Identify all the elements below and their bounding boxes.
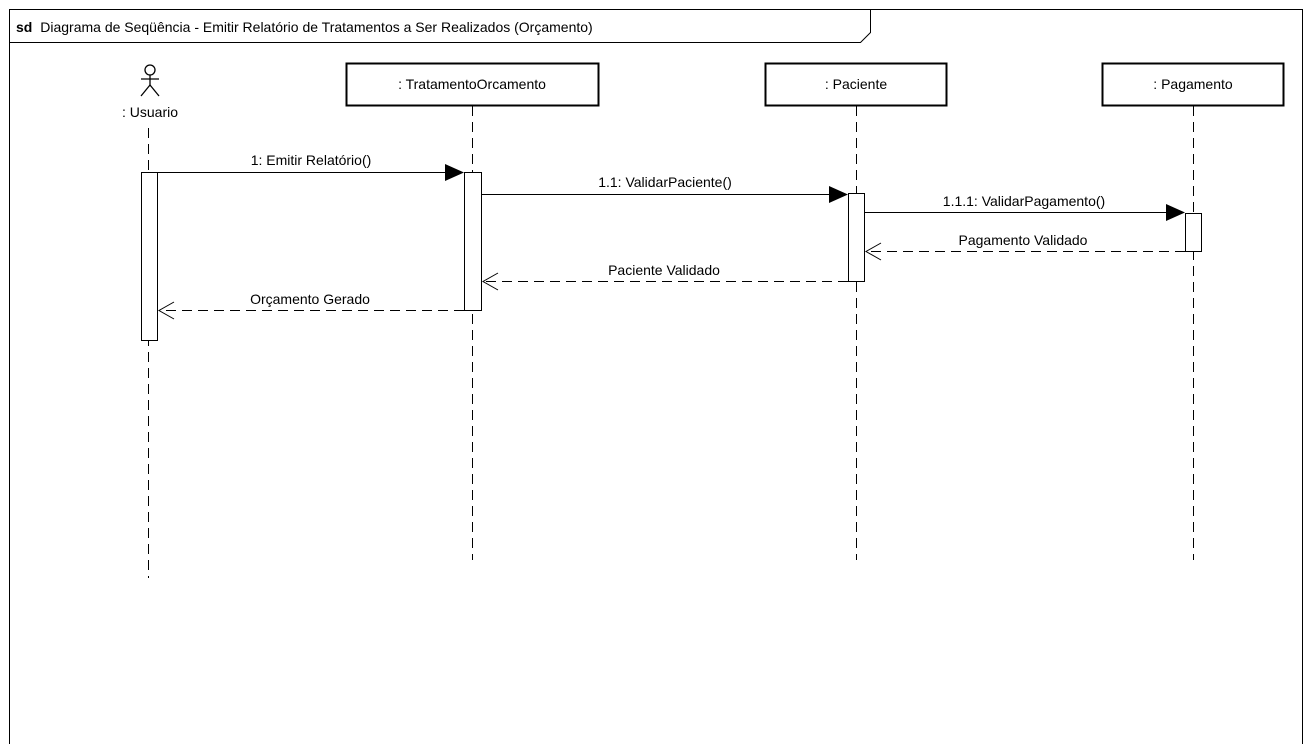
activation-usuario (141, 172, 158, 341)
return-orcamento-gerado: Orçamento Gerado (157, 291, 464, 320)
return-paciente-validado: Paciente Validado (481, 262, 848, 291)
activation-pagamento (1185, 213, 1202, 252)
message-label: 1.1.1: ValidarPagamento() (943, 193, 1105, 209)
arrowhead-filled-icon (829, 186, 848, 203)
return-pagamento-validado: Pagamento Validado (864, 232, 1185, 261)
lifeline-label-paciente: : Paciente (825, 76, 887, 92)
arrowhead-filled-icon (1166, 204, 1185, 221)
diagram-frame (9, 9, 1303, 744)
message-validar-pagamento: 1.1.1: ValidarPagamento() (865, 193, 1185, 221)
arrowhead-open-icon (157, 301, 175, 320)
lifeline-head-tratamento: : TratamentoOrcamento (345, 62, 600, 107)
message-validar-paciente: 1.1: ValidarPaciente() (482, 174, 848, 203)
message-label: 1: Emitir Relatório() (251, 152, 372, 168)
activation-paciente (848, 193, 865, 282)
message-label: 1.1: ValidarPaciente() (598, 174, 732, 190)
lifeline-head-pagamento: : Pagamento (1101, 62, 1285, 107)
message-emitir-relatorio: 1: Emitir Relatório() (158, 152, 464, 181)
frame-title-text: Diagrama de Seqüência - Emitir Relatório… (40, 19, 592, 35)
activation-tratamento (464, 172, 482, 311)
lifeline-head-paciente: : Paciente (764, 62, 948, 107)
message-label: Pagamento Validado (959, 232, 1088, 248)
arrowhead-open-icon (864, 242, 882, 261)
stick-figure-icon (140, 64, 160, 97)
actor-label: : Usuario (122, 104, 178, 120)
arrowhead-filled-icon (445, 164, 464, 181)
arrowhead-open-icon (481, 272, 499, 291)
frame-title: sd Diagrama de Seqüência - Emitir Relató… (16, 19, 593, 35)
frame-tab (9, 9, 871, 43)
message-label: Orçamento Gerado (250, 291, 370, 307)
lifeline-label-pagamento: : Pagamento (1153, 76, 1233, 92)
lifeline-label-tratamento: : TratamentoOrcamento (398, 76, 546, 92)
frame-keyword: sd (16, 19, 32, 35)
actor-usuario: : Usuario (122, 64, 178, 120)
message-label: Paciente Validado (608, 262, 720, 278)
